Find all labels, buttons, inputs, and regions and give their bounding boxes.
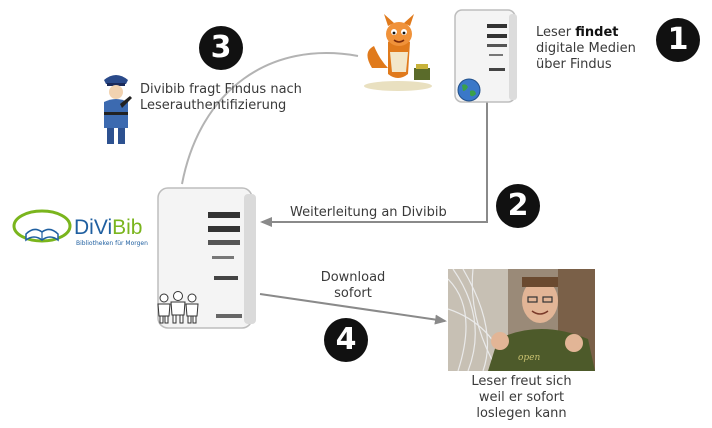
step2-label: Weiterleitung an Divibib <box>290 205 447 220</box>
step1-badge: 1 <box>656 18 700 62</box>
reader-line3: loslegen kann <box>476 406 567 421</box>
reader-line1: Leser freut sich <box>471 374 572 389</box>
reader-caption: Leser freut sich weil er sofort loslegen… <box>448 374 595 422</box>
photo-shirt-text: open <box>518 353 541 363</box>
library-users-icon <box>154 290 202 324</box>
step1-line3: über Findus <box>536 57 612 72</box>
step4-line2: sofort <box>334 286 372 301</box>
logo-tagline: Bibliotheken für Morgen <box>76 240 148 247</box>
download-arrow <box>259 293 447 325</box>
step3-badge: 3 <box>199 26 243 70</box>
book-logo-icon <box>12 209 72 243</box>
logo-name-a: DiVi <box>74 216 113 239</box>
step4-badge: 4 <box>324 318 368 362</box>
globe-icon <box>456 77 482 103</box>
step1-description: Leser findet digitale Medien über Findus <box>536 25 656 73</box>
auth-request-curve <box>181 52 359 185</box>
step4-line1: Download <box>320 270 386 285</box>
step2-badge: 2 <box>496 184 540 228</box>
happy-reader-photo: open <box>448 269 595 371</box>
divibib-logo: DiViBib Bibliotheken für Morgen <box>12 204 158 250</box>
step1-line2: digitale Medien <box>536 41 636 56</box>
step1-line1-bold: findet <box>575 25 619 40</box>
step3-line1: Divibib fragt Findus nach <box>140 82 302 97</box>
findus-fox-mascot-icon <box>358 12 440 92</box>
redirect-arrow <box>260 102 488 227</box>
logo-name-b: Bib <box>112 216 143 239</box>
step3-line2: Leserauthentifizierung <box>140 98 287 113</box>
step1-line1-prefix: Leser <box>536 25 576 40</box>
step4-description: Download sofort <box>300 270 406 302</box>
reader-line2: weil er sofort <box>478 390 565 405</box>
step3-description: Divibib fragt Findus nach Leserauthentif… <box>140 82 340 114</box>
police-officer-icon <box>98 70 134 146</box>
